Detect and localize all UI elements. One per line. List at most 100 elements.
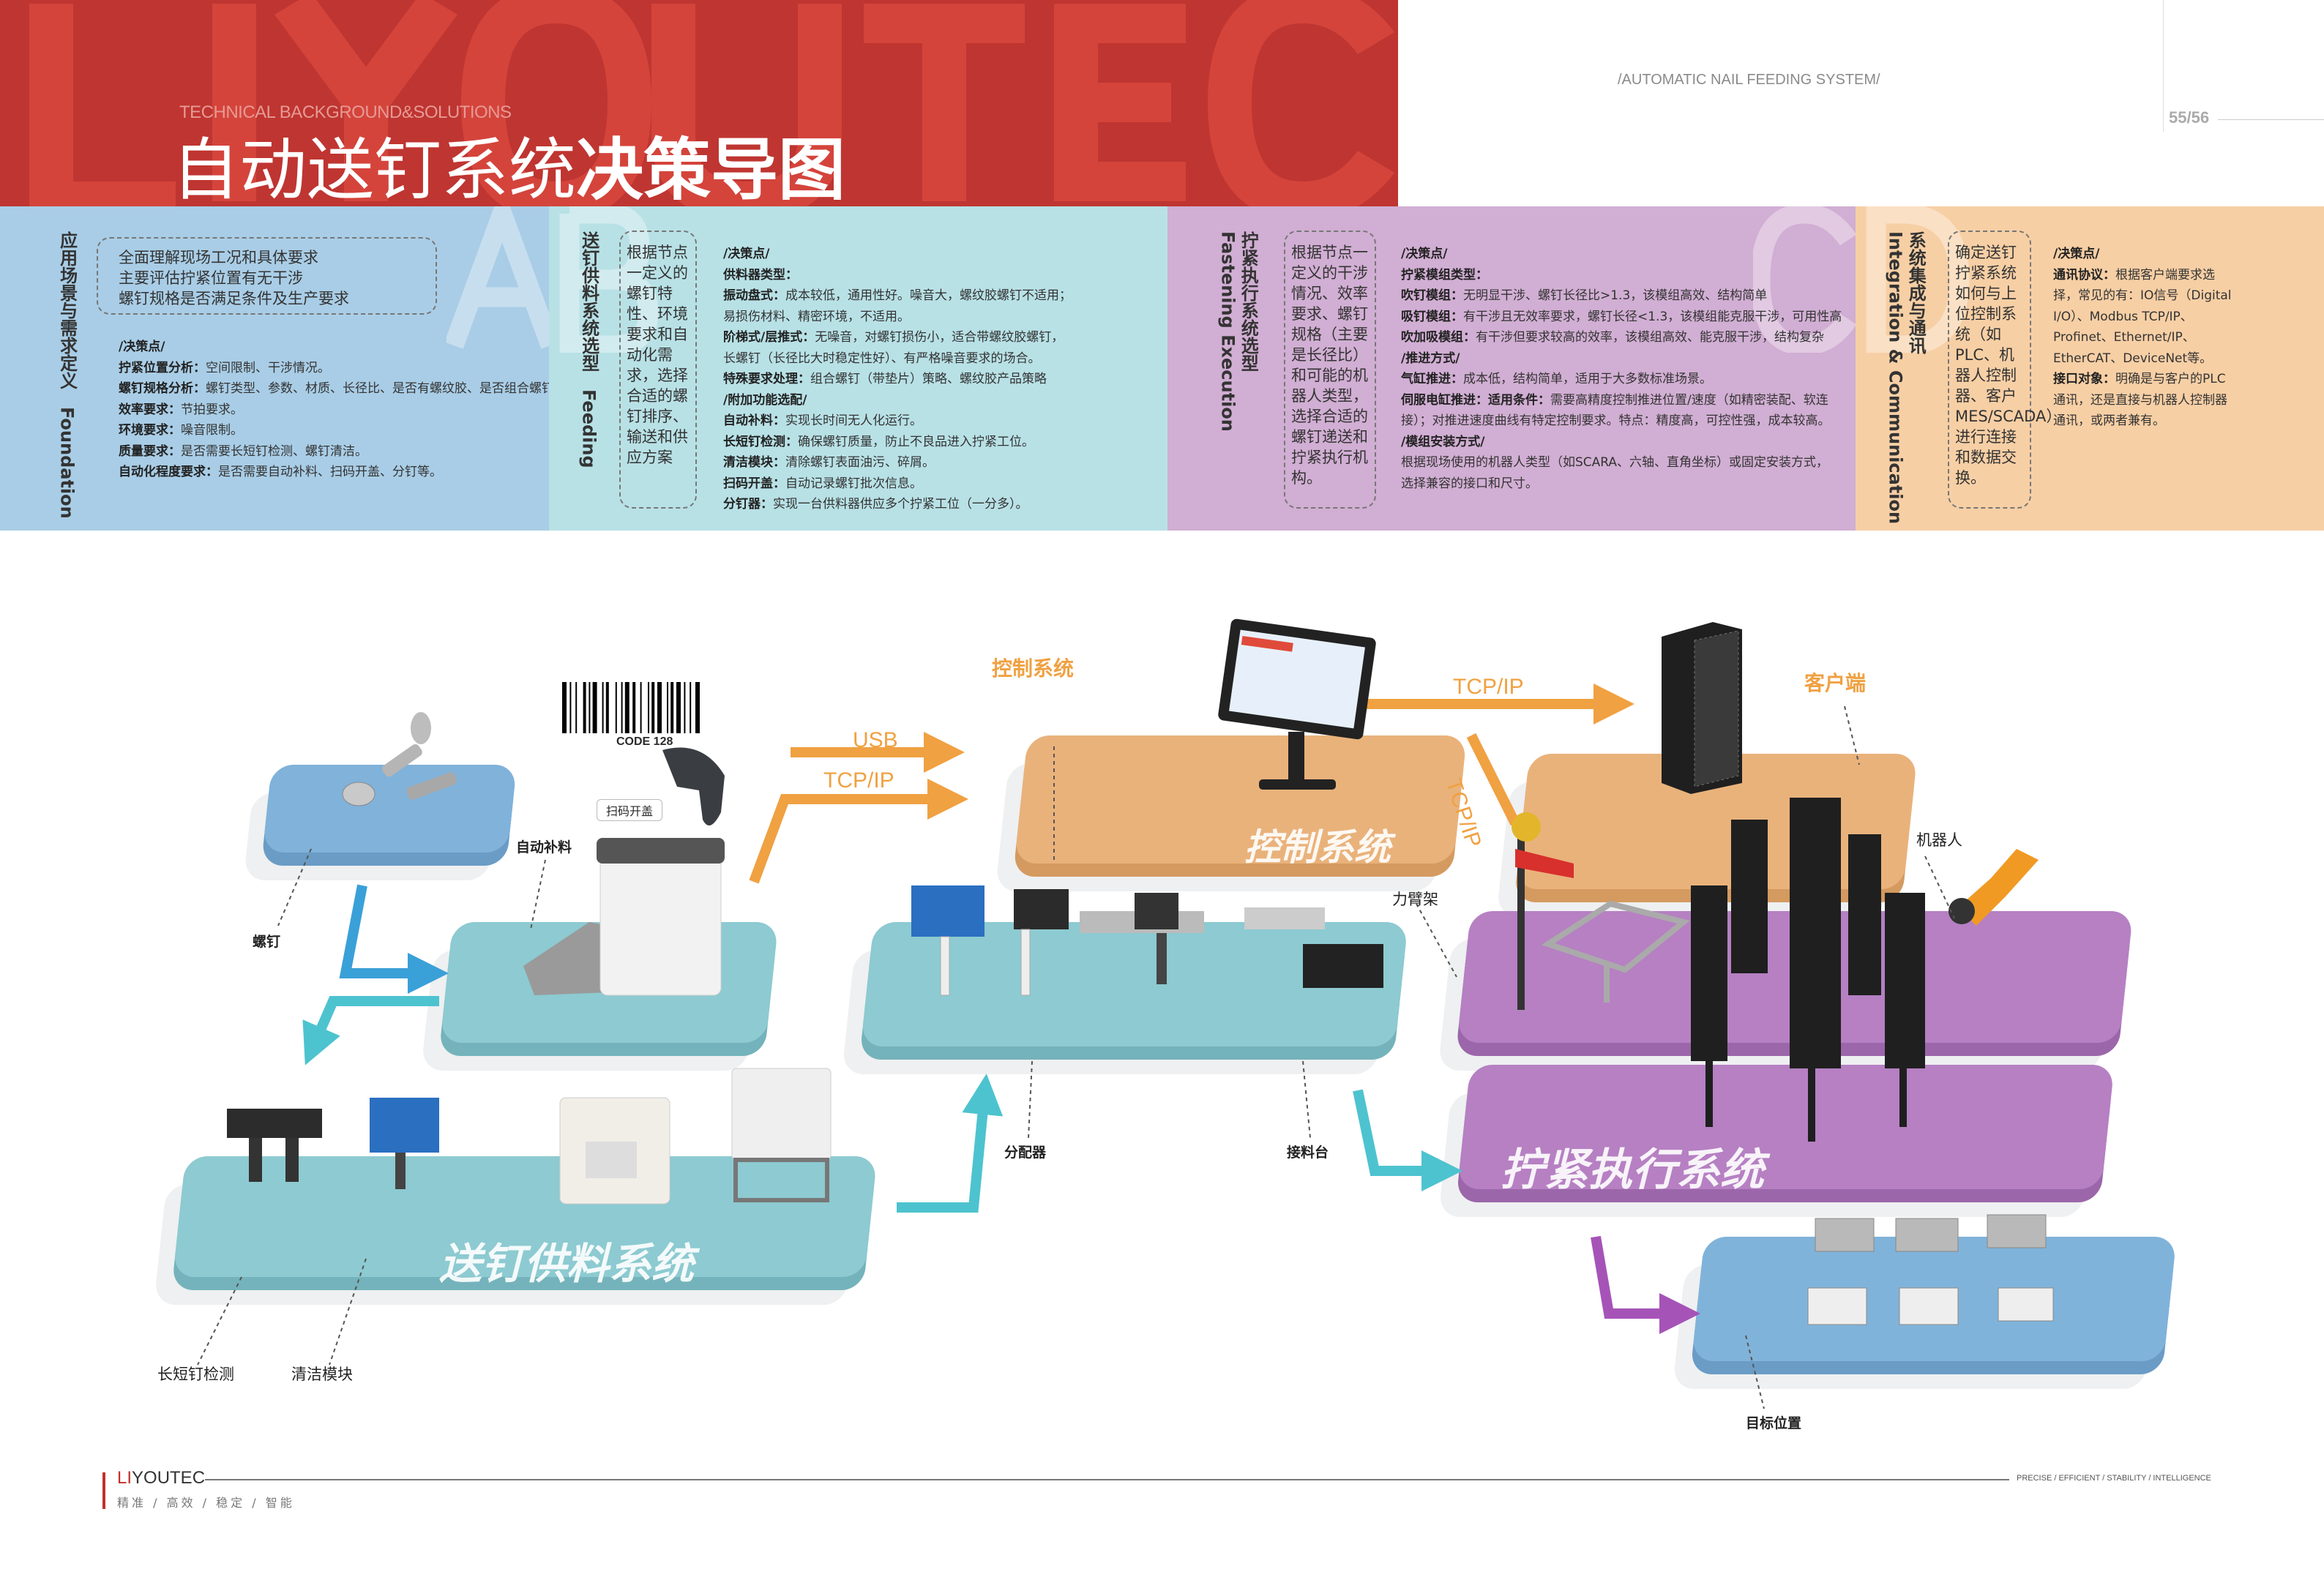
decision-text: 有干涉但要求较高的效率，该模组高效、能克服干涉，结构复杂 (1476, 330, 1824, 345)
decision-text: 择，常见的有：IO信号（Digital (2053, 288, 2232, 303)
decision-line: 吹加吸模组：有干涉但要求较高的效率，该模组高效、能克服干涉，结构复杂 (1401, 327, 1842, 348)
arrow-distributor-to-fastening (1353, 1089, 1462, 1191)
barcode-bar (583, 682, 586, 733)
decision-text: 实现一台供料器供应多个拧紧工位（一分多）。 (773, 497, 1028, 512)
client-label: 客户端 (1804, 671, 1867, 695)
decision-label: /决策点/ (2053, 247, 2100, 261)
decision-line: 吹钉模组：无明显干涉、螺钉长径比>1.3，该模组高效、结构简单 (1401, 285, 1842, 307)
panel-letter-glyph (1866, 206, 1970, 353)
barcode-bar (651, 682, 655, 733)
barcode-bar (657, 682, 662, 733)
decision-text: 通讯，或两者兼有。 (2053, 413, 2165, 428)
decision-text: 噪音限制。 (181, 423, 243, 438)
auto-refill-label: 自动补料 (516, 839, 572, 855)
decision-text: 长螺钉（长径比大时稳定性好）、有严格噪音要求的场合。 (723, 351, 1041, 366)
monitor-image (1218, 618, 1376, 790)
decision-text: 节拍要求。 (181, 402, 243, 417)
decision-label: 特殊要求处理： (723, 372, 810, 386)
system-name: /AUTOMATIC NAIL FEEDING SYSTEM/ (1618, 72, 1880, 88)
decision-line: /决策点/ (723, 244, 1072, 265)
cleaning-label: 清洁模块 (291, 1366, 353, 1383)
decision-label: 供料器类型： (723, 267, 798, 282)
panel-title-cn: 送钉供料系统选型 Feeding (578, 231, 599, 468)
decision-line: 自动补料：实现长时间无人化运行。 (723, 411, 1072, 432)
decision-line: 自动化程度要求：是否需要自动补料、扫码开盖、分钉等。 (119, 462, 549, 483)
decision-text: Profinet、Ethernet/IP、 (2053, 330, 2195, 345)
decision-label: 分钉器： (723, 497, 773, 512)
decision-text: 成本低，结构简单，适用于大多数标准场景。 (1463, 372, 1712, 386)
decision-label: 气缸推进： (1401, 372, 1463, 386)
decision-text: EtherCAT、DeviceNet等。 (2053, 351, 2213, 366)
summary-line: 确定送钉拧紧系统如何与上位控制系统（如PLC、机器人控制器、客户MES/SCAD… (1955, 244, 2062, 487)
decision-text: 确保螺钉质量，防止不良品进入拧紧工位。 (798, 434, 1034, 449)
barcode-bar (562, 682, 567, 733)
decision-label: 清洁模块： (723, 455, 785, 470)
divider (2218, 119, 2324, 120)
panel-summary-box: 全面理解现场工况和具体要求主要评估拧紧位置有无干涉螺钉规格是否满足条件及生产要求 (97, 237, 437, 315)
feeding-platform-title: 送钉供料系统 (439, 1239, 695, 1289)
decision-text: 易损伤材料、精密环境，不适用。 (723, 309, 910, 324)
decision-line: 气缸推进：成本低，结构简单，适用于大多数标准场景。 (1401, 369, 1842, 390)
distributor-label: 分配器 (1004, 1145, 1047, 1161)
arrow-feeding-to-distributor (897, 1074, 1004, 1213)
title-light: 自动送钉系统 (172, 131, 577, 206)
target-blocks-image (1807, 1214, 2054, 1325)
decision-label: 拧紧模组类型： (1401, 267, 1488, 282)
decision-label: 螺钉规格分析： (119, 381, 206, 396)
target-label: 目标位置 (1746, 1415, 1802, 1431)
decision-line: 扫码开盖：自动记录螺钉批次信息。 (723, 473, 1072, 495)
barcode-bar (605, 682, 609, 733)
decision-label: 伺服电缸推进：适用条件： (1401, 392, 1550, 408)
panel-summary-box: 根据节点一定义的螺钉特性、环境要求和自动化需求，选择合适的螺钉排序、输送和供应方… (619, 231, 697, 509)
tcpip-label: TCP/IP (1453, 675, 1524, 699)
decision-line: 吸钉模组：有干涉且无效率要求，螺钉长径<1.3，该模组能克服干涉，可用性高 (1401, 307, 1842, 328)
decision-text: 接）；对推进速度曲线有特定控制要求。特点：精度高，可控性强，成本较高。 (1401, 413, 1831, 428)
decision-label: 阶梯式/层推式： (723, 330, 815, 345)
decision-line: 清洁模块：清除螺钉表面油污、碎屑。 (723, 452, 1072, 473)
footer-tagline: 精准 / 高效 / 稳定 / 智能 (117, 1496, 295, 1510)
decision-label: /模组安装方式/ (1401, 434, 1485, 449)
header-banner: TECHNICAL BACKGROUND&SOLUTIONS 自动送钉系统决策导… (0, 0, 1398, 206)
brand-watermark (29, 0, 1394, 206)
server-image (1662, 622, 1742, 794)
gantry-image (1541, 900, 1690, 1003)
decision-label: 拧紧位置分析： (119, 360, 206, 375)
decision-line: 振动盘式：成本较低，通用性好。噪音大，螺纹胶螺钉不适用； (723, 285, 1072, 307)
summary-line: 主要评估拧紧位置有无干涉 (119, 269, 303, 287)
panel-title-cn: 应用场景与需求定义 Foundation (56, 231, 78, 519)
decision-label: 扫码开盖： (723, 476, 785, 491)
summary-line: 根据节点一定义的干涉情况、效率要求、螺钉规格（主要是长径比）和可能的机器人类型，… (1291, 244, 1368, 487)
panel-title: 应用场景与需求定义 Foundation (56, 231, 78, 519)
barcode-bar (640, 682, 642, 733)
platform-fastening-top (1440, 911, 2131, 1071)
decision-line: 选择兼容的接口和尺寸。 (1401, 473, 1842, 495)
watermark-glyph (864, 4, 1025, 202)
decision-label: 吹钉模组： (1401, 288, 1463, 303)
decision-line: 通讯，还是直接与机器人控制器 (2053, 390, 2232, 411)
screws-image (342, 712, 457, 806)
logo-accent: LI (117, 1468, 132, 1488)
barcode-bar (676, 682, 681, 733)
watermark-glyph (460, 0, 652, 206)
barcode-bar (569, 682, 572, 733)
decision-line: 拧紧位置分析：空间限制、干涉情况。 (119, 358, 549, 379)
panel-letter-glyph (447, 206, 549, 349)
barcode-bar (684, 682, 686, 733)
decision-line: 质量要求：是否需要长短钉检测、螺钉清洁。 (119, 441, 549, 462)
platform-control (997, 735, 1465, 891)
decision-points: /决策点/供料器类型： 振动盘式：成本较低，通用性好。噪音大，螺纹胶螺钉不适用； 易… (723, 244, 1072, 515)
decision-text: 根据客户端要求选 (2115, 267, 2215, 282)
decision-line: 通讯协议：根据客户端要求选 (2053, 265, 2232, 286)
panel-title: 送钉供料系统选型 Feeding (578, 231, 599, 468)
platform-distributor (843, 922, 1406, 1074)
decision-text: 组合螺钉（带垫片）策略、螺纹胶产品策略 (810, 372, 1047, 386)
decision-points: /决策点/拧紧模组类型：吹钉模组：无明显干涉、螺钉长径比>1.3，该模组高效、结… (1401, 244, 1842, 494)
page-title: 自动送钉系统决策导图 (172, 133, 845, 206)
decision-line: 接）；对推进速度曲线有特定控制要求。特点：精度高，可控性强，成本较高。 (1401, 411, 1842, 432)
arrow-feeder-to-feeding (302, 996, 439, 1065)
decision-text: 选择兼容的接口和尺寸。 (1401, 476, 1538, 491)
subtitle: TECHNICAL BACKGROUND&SOLUTIONS (179, 102, 512, 122)
robot-image (1949, 849, 2039, 926)
decision-text: 通讯，还是直接与机器人控制器 (2053, 392, 2227, 408)
footer-divider (205, 1479, 2009, 1480)
